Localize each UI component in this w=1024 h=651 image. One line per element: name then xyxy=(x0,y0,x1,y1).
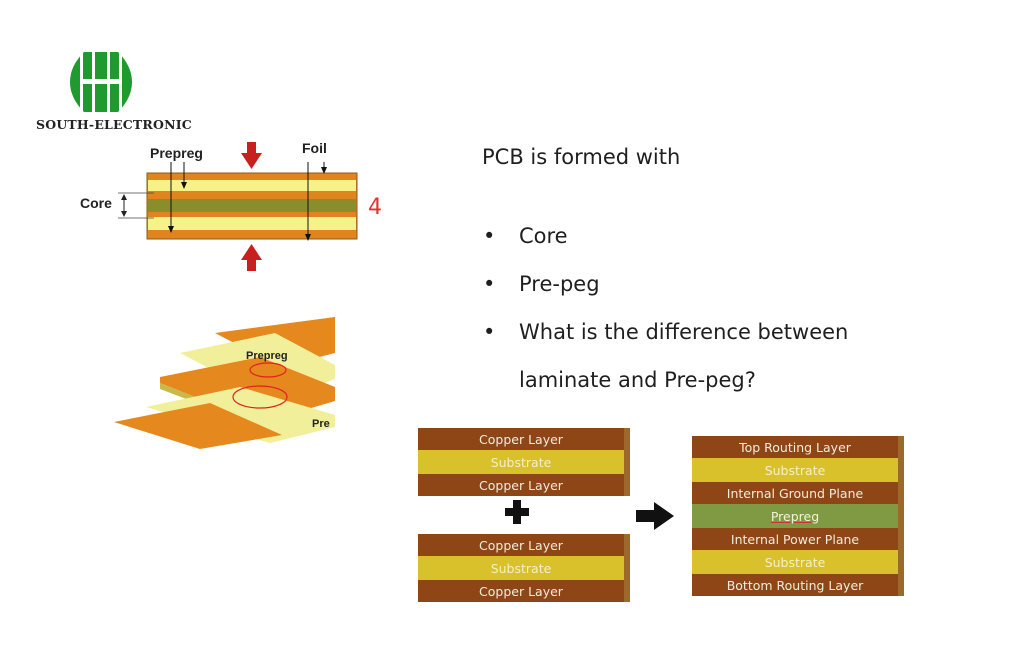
internal-power-plane: Internal Power Plane xyxy=(692,528,898,550)
plus-icon xyxy=(505,500,529,524)
exploded-prepreg-label: Prepreg xyxy=(246,350,288,362)
copper-layer: Copper Layer xyxy=(418,428,624,450)
bullet-icon: • xyxy=(483,224,496,248)
pcb-layer-stack xyxy=(146,172,358,240)
core-stack-a: Copper Layer Substrate Copper Layer xyxy=(418,428,630,496)
slide-heading: PCB is formed with xyxy=(482,145,681,169)
substrate-layer: Substrate xyxy=(418,556,624,580)
exploded-pre-label: Pre xyxy=(312,418,330,430)
copper-layer: Copper Layer xyxy=(418,534,624,556)
core-stack-b: Copper Layer Substrate Copper Layer xyxy=(418,534,630,602)
substrate-layer: Substrate xyxy=(692,458,898,482)
substrate-layer: Substrate xyxy=(692,550,898,574)
press-arrow-down-icon xyxy=(241,142,262,169)
press-arrow-up-icon xyxy=(241,244,262,271)
copper-layer: Copper Layer xyxy=(418,580,624,602)
right-arrow-icon xyxy=(636,502,674,530)
top-routing-layer: Top Routing Layer xyxy=(692,436,898,458)
result-stack: Top Routing Layer Substrate Internal Gro… xyxy=(692,436,904,598)
bullet-icon: • xyxy=(483,272,496,296)
foil-label: Foil xyxy=(302,140,327,156)
hh-logo-icon xyxy=(70,52,132,112)
core-label: Core xyxy=(80,195,112,211)
bottom-routing-layer: Bottom Routing Layer xyxy=(692,574,898,596)
copper-layer: Copper Layer xyxy=(418,474,624,496)
substrate-layer: Substrate xyxy=(418,450,624,474)
pcb-cross-section-diagram: Prepreg Foil Core 4 xyxy=(80,140,382,271)
prepreg-label: Prepreg xyxy=(150,145,203,161)
annotation-circle xyxy=(232,385,288,409)
annotation-circle xyxy=(249,362,287,378)
prepreg-layer: Prepreg xyxy=(692,504,898,528)
brand-name: SOUTH-ELECTRONIC xyxy=(36,117,192,132)
pcb-exploded-view-diagram: Prepreg Pre xyxy=(114,317,335,449)
handwritten-note: 4 xyxy=(368,195,382,220)
bullet-icon: • xyxy=(483,320,496,344)
internal-ground-plane: Internal Ground Plane xyxy=(692,482,898,504)
